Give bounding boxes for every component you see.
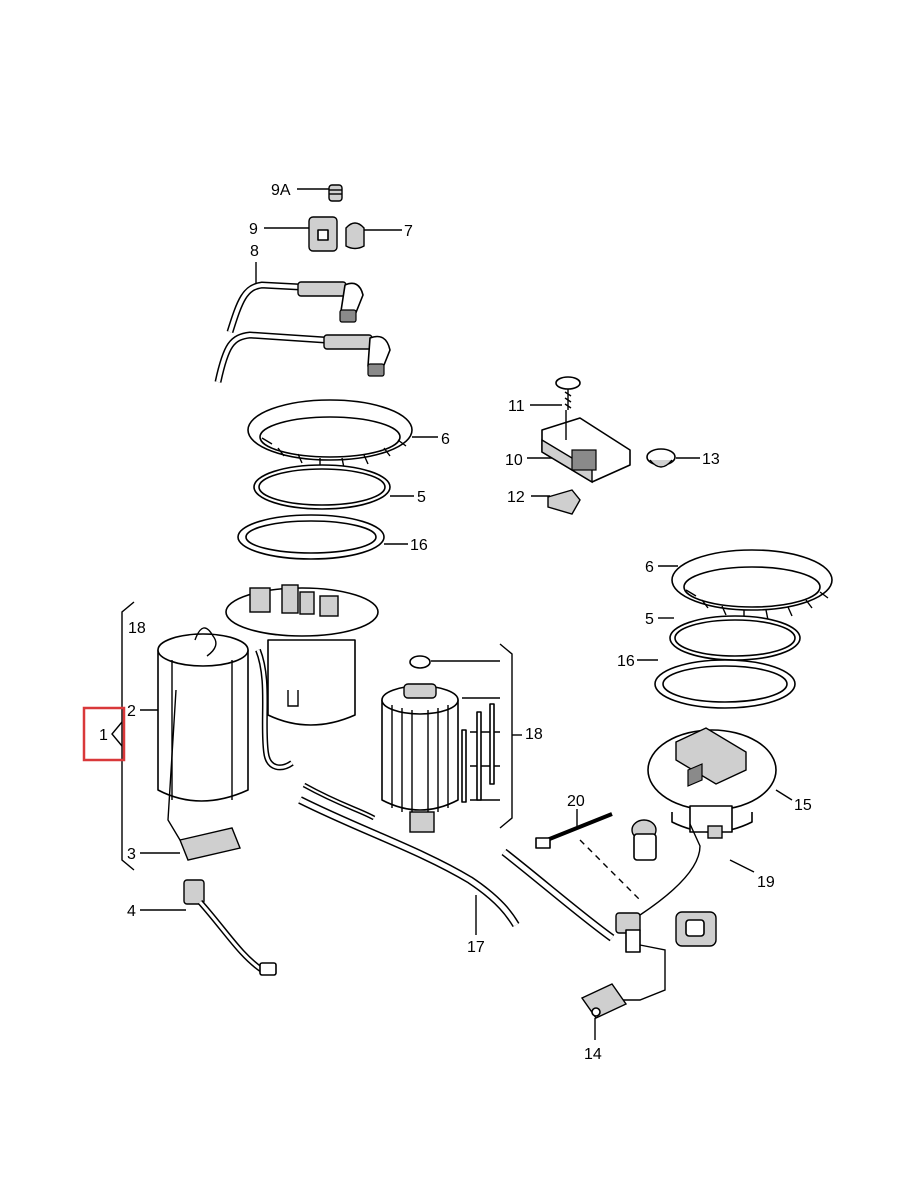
callout-11[interactable]: 11: [508, 398, 525, 415]
callout-5-top[interactable]: 5: [417, 489, 426, 506]
callout-6-top[interactable]: 6: [441, 431, 450, 448]
part-13-grommet[interactable]: [646, 448, 676, 468]
part-6-locking-ring-right[interactable]: [671, 549, 833, 621]
callout-14[interactable]: 14: [584, 1046, 602, 1063]
part-5-seal-right[interactable]: [669, 615, 801, 661]
part-2-pump-housing[interactable]: [157, 627, 249, 802]
callout-20[interactable]: 20: [567, 793, 585, 810]
part-3-level-sender[interactable]: [167, 689, 241, 861]
callout-8[interactable]: 8: [250, 243, 259, 260]
part-9a-connector[interactable]: [328, 184, 343, 202]
callout-17[interactable]: 17: [467, 939, 485, 956]
callout-13[interactable]: 13: [702, 451, 720, 468]
callout-3[interactable]: 3: [127, 846, 136, 863]
callout-18-left[interactable]: 18: [128, 620, 146, 637]
highlight-box-1: [82, 706, 126, 762]
part-17-fuel-hose[interactable]: [298, 782, 520, 928]
callout-15[interactable]: 15: [794, 797, 812, 814]
callout-12[interactable]: 12: [507, 489, 525, 506]
part-7-cap[interactable]: [345, 222, 365, 250]
callout-9[interactable]: 9: [249, 221, 258, 238]
callout-4[interactable]: 4: [127, 903, 136, 920]
callout-10[interactable]: 10: [505, 452, 523, 469]
part-5-seal[interactable]: [253, 464, 391, 510]
part-20-cable-tie[interactable]: [535, 812, 613, 849]
callout-19[interactable]: 19: [757, 874, 775, 891]
part-filter[interactable]: [381, 683, 459, 833]
part-19-wiring[interactable]: [501, 823, 701, 953]
part-connector-plug[interactable]: [631, 819, 657, 861]
callout-18-right[interactable]: 18: [525, 726, 543, 743]
bracket-18-left: [121, 601, 135, 871]
callout-16-right[interactable]: 16: [617, 653, 635, 670]
callout-5-right[interactable]: 5: [645, 611, 654, 628]
part-filter-strips: [461, 703, 495, 803]
part-hose-flexible: [255, 648, 294, 771]
part-16-gasket[interactable]: [237, 514, 385, 560]
part-12-clip[interactable]: [547, 489, 581, 515]
part-15-flange-unit[interactable]: [647, 727, 777, 839]
callout-2[interactable]: 2: [127, 703, 136, 720]
callout-6-right[interactable]: 6: [645, 559, 654, 576]
part-11-screw[interactable]: [555, 376, 581, 410]
part-4-wiring-connector[interactable]: [183, 879, 277, 976]
part-10-control-unit[interactable]: [541, 410, 631, 484]
callout-7[interactable]: 7: [404, 223, 413, 240]
callout-1[interactable]: 1: [99, 727, 108, 744]
part-14-level-sensor[interactable]: [580, 911, 717, 1019]
callout-16-top[interactable]: 16: [410, 537, 428, 554]
part-filter-seal-ring[interactable]: [409, 655, 431, 669]
bracket-18-right: [499, 643, 513, 829]
part-8-fuel-lines[interactable]: [214, 281, 391, 383]
part-9-plug[interactable]: [308, 216, 338, 252]
part-16-gasket-right[interactable]: [654, 659, 796, 709]
callout-9a[interactable]: 9A: [271, 182, 291, 199]
part-flange-assembly[interactable]: [225, 584, 379, 726]
part-6-locking-ring[interactable]: [247, 399, 413, 469]
